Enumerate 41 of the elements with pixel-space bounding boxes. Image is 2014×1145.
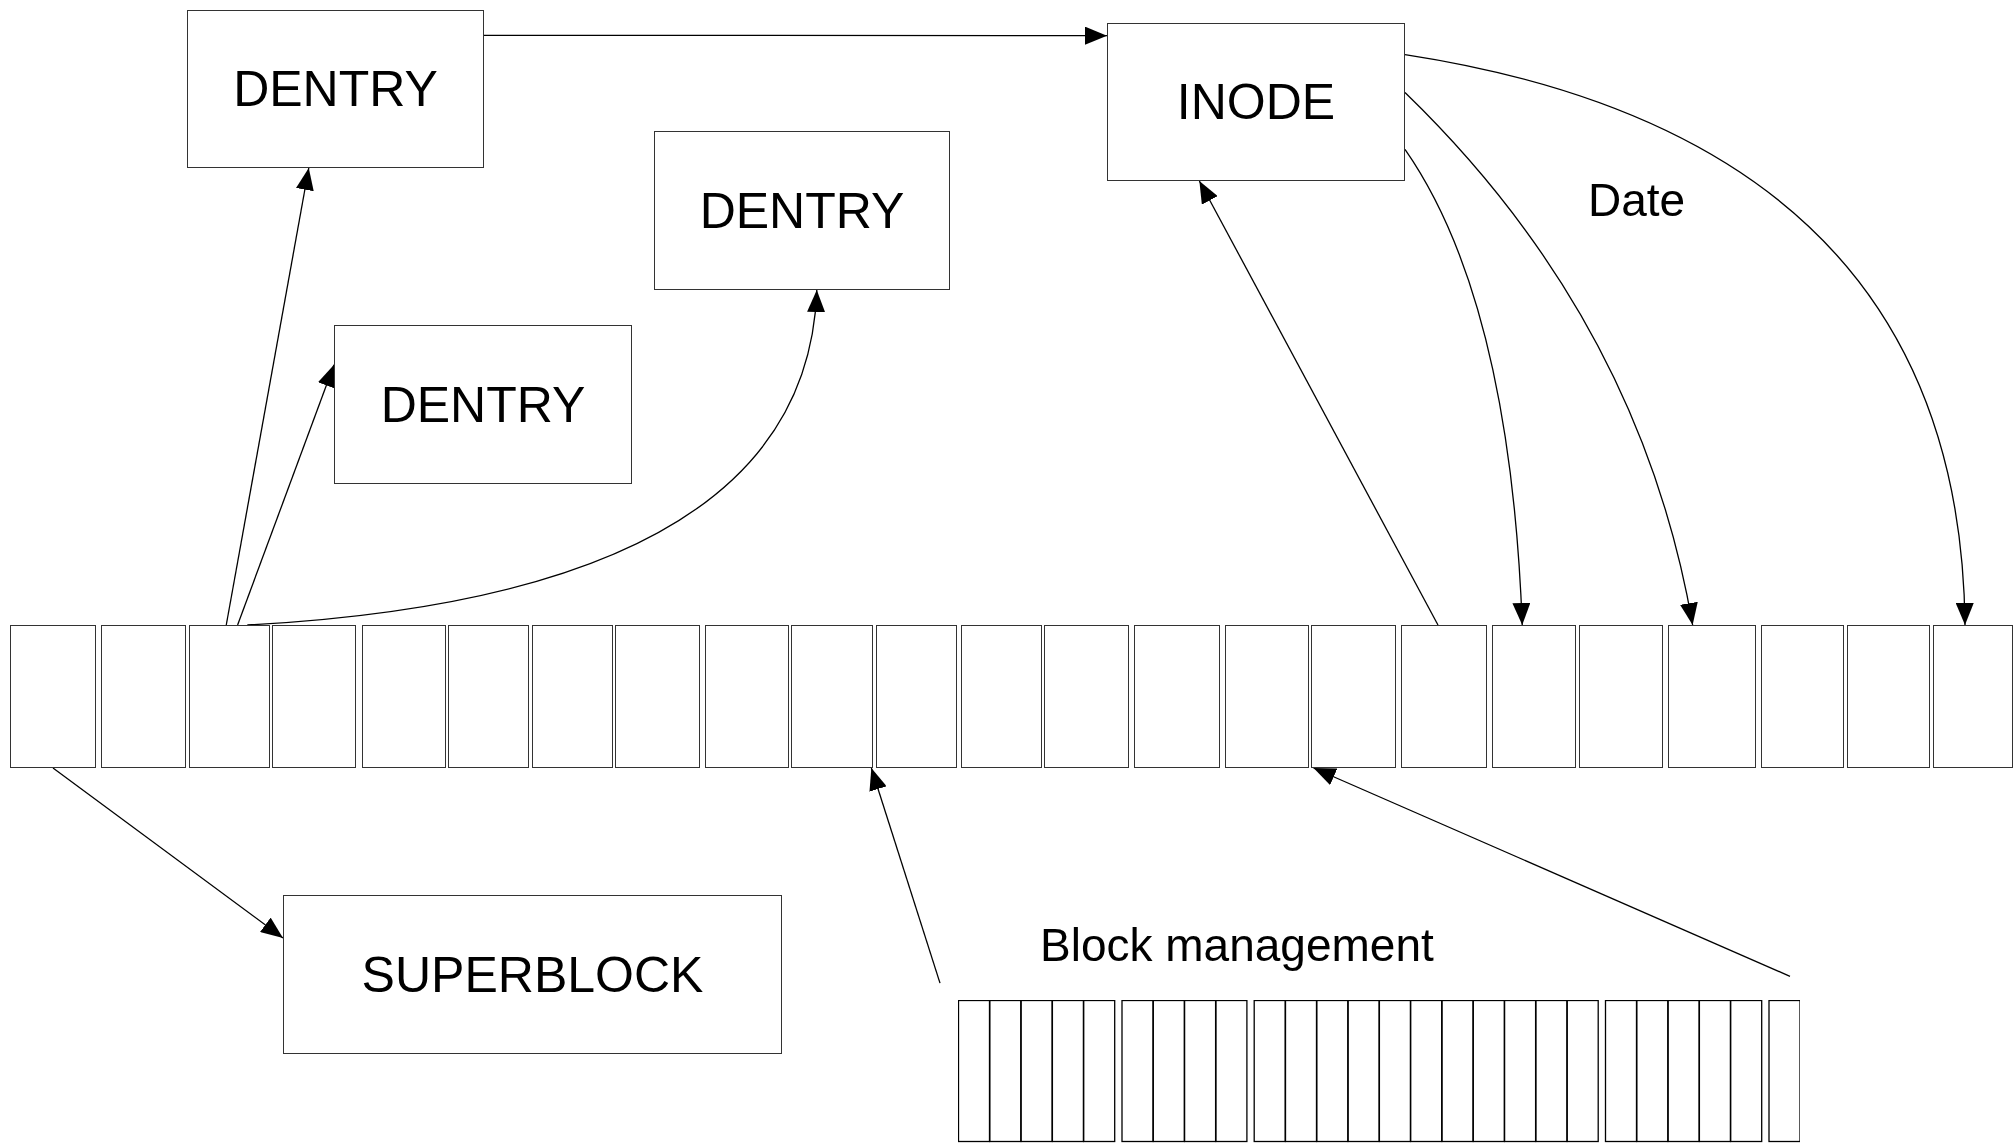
block-cell <box>1761 625 1844 768</box>
block-cell <box>362 625 446 768</box>
entity-box: DENTRY <box>654 131 950 290</box>
edge-group-label: Date <box>1588 173 1686 228</box>
block-cell <box>1311 625 1396 768</box>
block-cell <box>1847 625 1930 768</box>
block-cell <box>10 625 96 768</box>
block-cell <box>615 625 700 768</box>
entity-box: DENTRY <box>334 325 632 484</box>
arrow <box>246 289 824 626</box>
entity-box: SUPERBLOCK <box>283 895 782 1054</box>
block-cell <box>532 625 613 768</box>
block-cell <box>1933 625 2013 768</box>
block-cell <box>791 625 873 768</box>
block-cell <box>1668 625 1756 768</box>
block-cell <box>1225 625 1309 768</box>
block-cell <box>1492 625 1576 768</box>
arrow <box>483 26 1108 45</box>
arrow <box>1404 148 1531 626</box>
arrow <box>1404 91 1698 626</box>
block-cell <box>1134 625 1220 768</box>
entity-box: INODE <box>1107 23 1405 181</box>
arrow <box>225 167 314 626</box>
block-cell <box>101 625 186 768</box>
strip-heading: Block management <box>1040 918 1434 973</box>
block-cell <box>876 625 957 768</box>
arrow <box>236 364 335 626</box>
block-cell <box>1401 625 1487 768</box>
arrow <box>52 767 284 939</box>
block-cell <box>1579 625 1663 768</box>
block-cell <box>189 625 270 768</box>
arrow <box>1312 767 1791 977</box>
entity-box: DENTRY <box>187 10 484 168</box>
block-cell <box>448 625 529 768</box>
block-cell <box>705 625 789 768</box>
arrow <box>1404 53 1973 626</box>
arrow <box>869 767 941 984</box>
block-cell <box>272 625 356 768</box>
block-cell <box>1044 625 1129 768</box>
block-cell <box>961 625 1042 768</box>
arrow <box>1198 180 1439 626</box>
